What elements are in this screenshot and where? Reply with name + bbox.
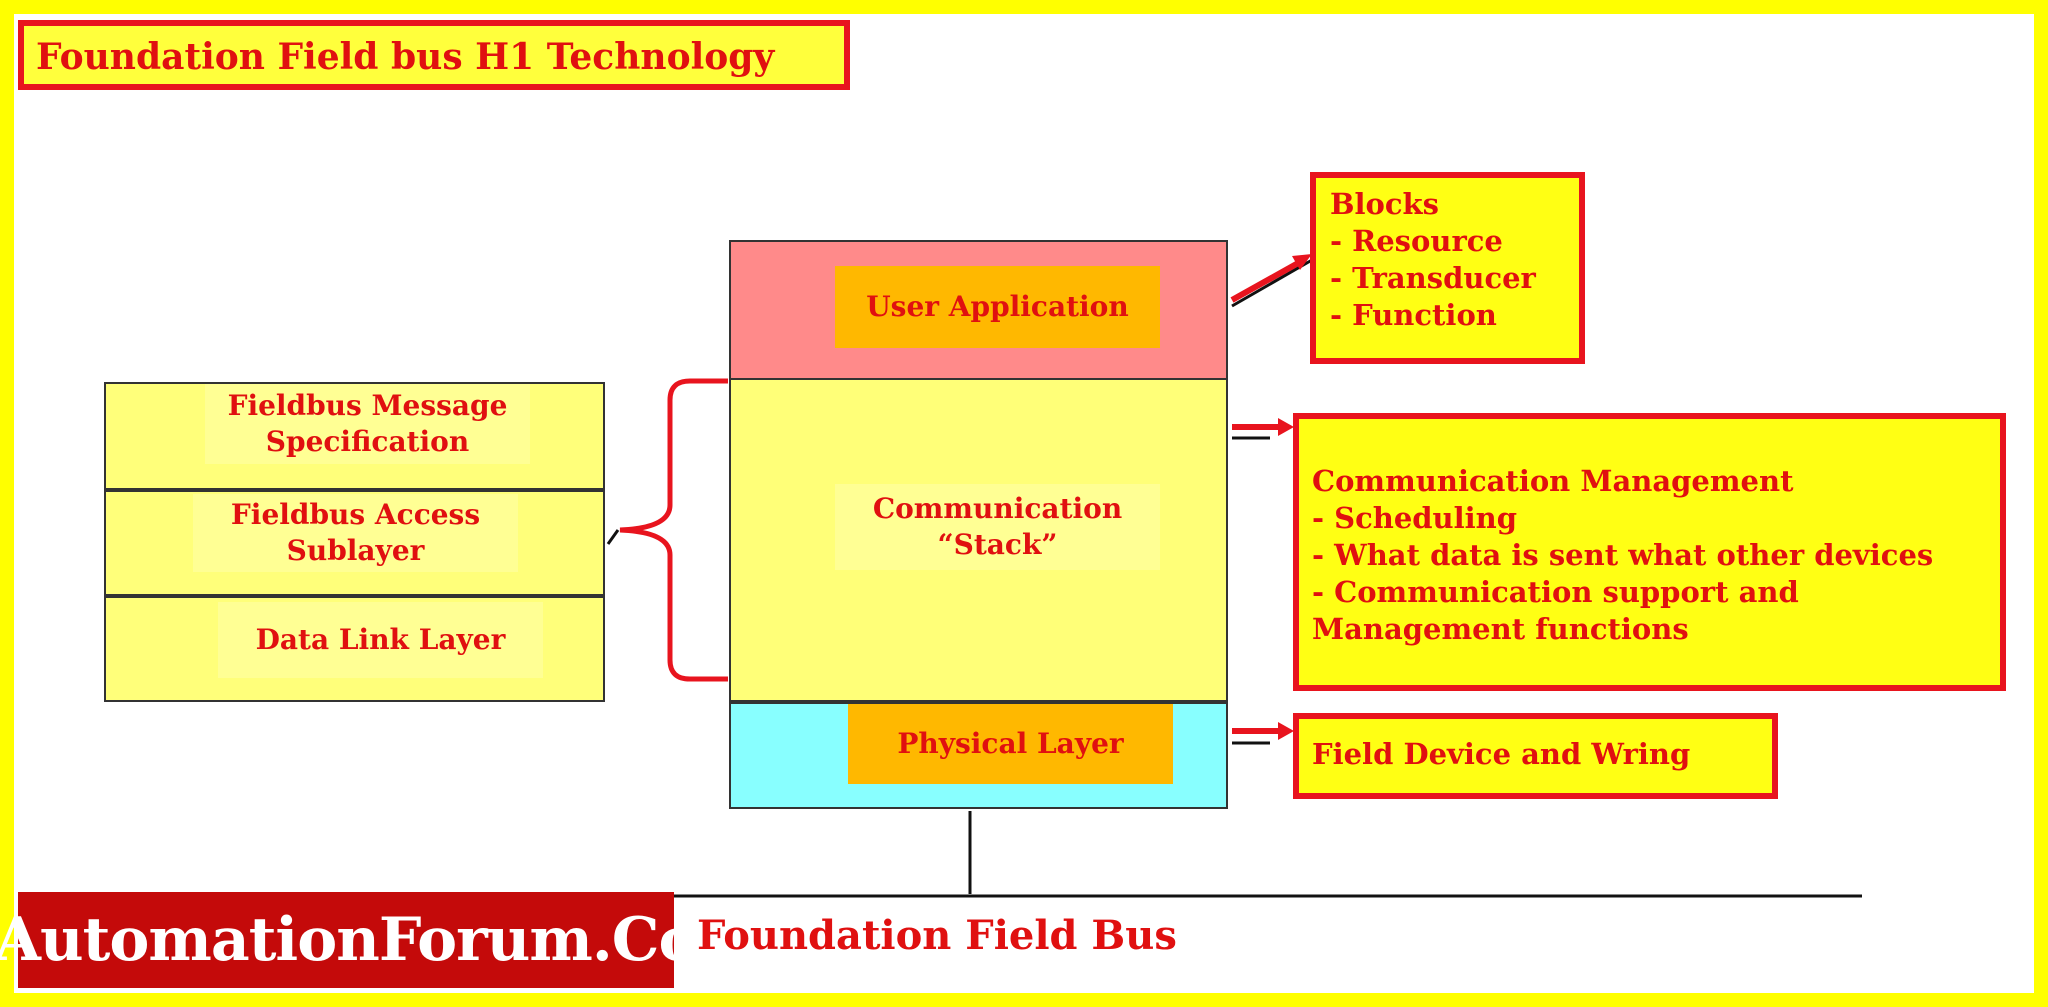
comm-mgmt-item-scheduling: - Scheduling: [1312, 501, 1518, 535]
fieldbus-access-sublayer-label: Fieldbus Access Sublayer: [193, 494, 518, 572]
blocks-arrowhead: [1292, 254, 1312, 270]
phys-arrowhead: [1278, 722, 1294, 740]
communication-label-line2: “Stack”: [937, 528, 1058, 561]
fas-line1: Fieldbus Access: [230, 498, 481, 531]
comm-arrowhead: [1278, 418, 1294, 436]
page-title: Foundation Field bus H1 Technology: [36, 36, 775, 78]
blocks-arrow: [1230, 259, 1302, 303]
physical-layer-label: Physical Layer: [848, 704, 1173, 784]
blocks-item-resource: - Resource: [1330, 224, 1503, 258]
title-box: [18, 20, 850, 90]
brand-subtitle: Foundation Field Bus: [697, 912, 1177, 959]
blocks-item-function: - Function: [1330, 298, 1497, 332]
field-device-text: Field Device and Wring: [1312, 737, 1691, 771]
comm-mgmt-title: Communication Management: [1312, 464, 1794, 498]
user-application-label: User Application: [835, 266, 1160, 348]
brace-arrow: [606, 529, 620, 545]
blocks-title: Blocks: [1330, 187, 1439, 221]
communication-label-line1: Communication: [872, 492, 1123, 525]
comm-mgmt-item-support: - Communication support and: [1312, 575, 1799, 609]
brand-logo: AutomationForum.Co: [0, 892, 699, 988]
communication-management-callout: Communication Management - Scheduling - …: [1293, 413, 2006, 691]
blocks-arrow-shadow: [1231, 258, 1313, 308]
comm-mgmt-item-functions: Management functions: [1312, 612, 1689, 646]
fas-line2: Sublayer: [286, 534, 425, 567]
fieldbus-message-spec-label: Fieldbus Message Specification: [205, 384, 530, 464]
field-device-callout: Field Device and Wring: [1293, 713, 1778, 799]
fms-line2: Specification: [265, 425, 470, 458]
blocks-callout: Blocks - Resource - Transducer - Functio…: [1310, 172, 1585, 364]
fms-line1: Fieldbus Message: [227, 389, 508, 422]
communication-stack-label: Communication “Stack”: [835, 484, 1160, 570]
curly-brace: [619, 378, 728, 682]
comm-mgmt-item-data: - What data is sent what other devices: [1312, 538, 1934, 572]
data-link-layer-label: Data Link Layer: [218, 602, 543, 678]
blocks-item-transducer: - Transducer: [1330, 261, 1536, 295]
